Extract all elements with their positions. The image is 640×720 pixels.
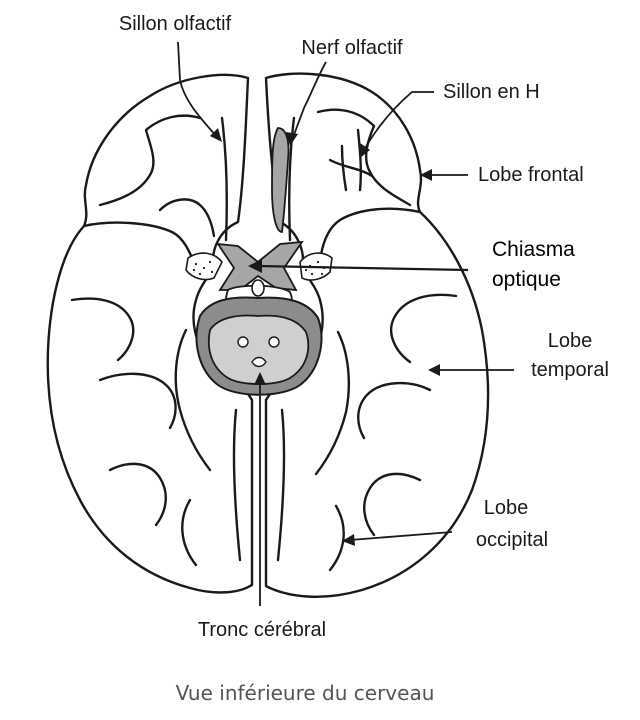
arrowhead-sillon-olfactif [210, 128, 222, 142]
left-occipital-sulcus-a [108, 462, 167, 527]
right-frontal-temporal-boundary [318, 207, 422, 264]
left-olfactory-sulcus [220, 116, 228, 242]
left-temporal-sulcus-c [174, 328, 212, 472]
label-tronc: Tronc cérébral [198, 619, 326, 641]
right-occipital-sulcus-b [328, 504, 345, 572]
right-medial-line [276, 408, 286, 562]
right-temporal-sulcus-c [314, 330, 351, 476]
left-frontal-sulcus [98, 114, 202, 207]
label-lobe-frontal: Lobe frontal [478, 164, 584, 186]
leader-lines [177, 41, 514, 606]
left-frontal-orbital-gyrus [158, 198, 216, 238]
right-occipital-sulcus-a [363, 472, 422, 537]
perforated-dots [192, 260, 326, 276]
left-temporal-sulcus-b [98, 372, 177, 430]
leader-sillon-en-h [363, 91, 434, 151]
label-sillon-en-h: Sillon en H [443, 81, 540, 103]
label-occipital-line2: occipital [476, 529, 548, 551]
label-sillon-olfactif: Sillon olfactif [119, 13, 232, 35]
olfactory-nerve-shape [271, 127, 290, 233]
figure-caption: Vue inférieure du cerveau [176, 681, 435, 705]
label-nerf-olfactif: Nerf olfactif [301, 37, 403, 59]
right-temporal-sulcus-b [357, 381, 432, 440]
right-temporal-sulcus-a [389, 293, 458, 364]
label-chiasma-line2: optique [492, 268, 561, 291]
arrowheads [210, 128, 440, 546]
hypophysis-stalk [251, 279, 265, 297]
arrowhead-tronc [254, 372, 266, 385]
right-h-sulcus [328, 128, 374, 192]
right-olfactory-sulcus [288, 116, 296, 242]
brainstem-inner [207, 314, 310, 385]
label-temporal-line2: temporal [531, 359, 609, 381]
arrowhead-lobe-frontal [420, 169, 432, 181]
left-temporal-sulcus-a [70, 297, 135, 362]
label-occipital-line1: Lobe [484, 497, 529, 519]
arrowhead-sillon-en-h [360, 143, 370, 158]
arrowhead-nerf-olfactif [286, 132, 298, 146]
leader-chiasma [257, 264, 469, 272]
arrowhead-lobe-temporal [428, 364, 440, 376]
left-frontal-temporal-boundary [82, 221, 198, 270]
label-chiasma-line1: Chiasma [492, 238, 575, 261]
brain-drawing [46, 72, 490, 598]
leader-lobe-occipital [349, 531, 453, 541]
brainstem-details [237, 336, 280, 368]
label-temporal-line1: Lobe [548, 330, 593, 352]
left-occipital-sulcus-b [181, 498, 198, 567]
leader-nerf-olfactif [291, 61, 327, 141]
arrowhead-lobe-occipital [342, 534, 355, 546]
left-medial-line [232, 408, 242, 562]
arrowhead-chiasma [248, 259, 262, 273]
leader-sillon-olfactif [177, 41, 219, 139]
